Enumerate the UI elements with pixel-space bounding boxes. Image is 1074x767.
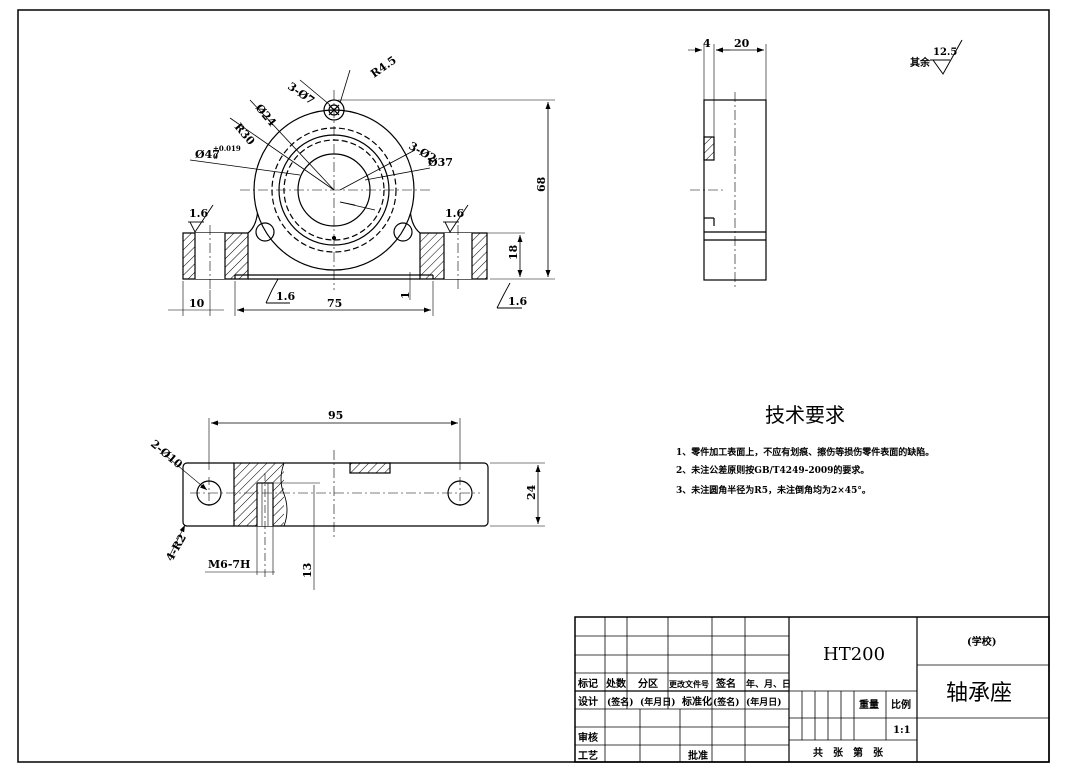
tech-req-title: 技术要求 (765, 403, 845, 427)
label-height-24: 24 (525, 484, 538, 500)
label-width-75: 75 (327, 297, 342, 310)
tb-weight: 重量 (859, 698, 879, 711)
label-width-95: 95 (328, 409, 343, 422)
tb-change-doc: 更改文件号 (669, 679, 709, 689)
tb-date: 年、月、日 (746, 678, 791, 690)
tb-process: 工艺 (578, 749, 598, 762)
tb-scale-value: 1:1 (893, 725, 911, 736)
label-dim-4: 4 (703, 37, 711, 50)
tb-review: 审核 (578, 731, 598, 744)
label-rough-bottom: 1.6 (276, 290, 295, 303)
side-view-labels: 4 20 (703, 37, 750, 50)
tb-sheet: 共 张 第 张 (813, 746, 884, 759)
title-block (574, 616, 1050, 763)
tb-design: 设计 (578, 695, 598, 708)
surface-note: 其余 12.5 (910, 39, 963, 75)
tb-design-sign: (签名) (607, 696, 634, 708)
label-rough-bottom-right: 1.6 (508, 295, 527, 308)
tb-count: 处数 (605, 677, 627, 690)
label-r-small: R4.5 (368, 54, 399, 81)
tb-standard-sign: (签名) (713, 696, 740, 708)
tb-zone: 分区 (638, 677, 658, 690)
tb-mark: 标记 (577, 677, 598, 690)
label-hole-3: 3-Ø7 (285, 80, 317, 108)
tb-standard-date: (年月日) (746, 696, 782, 708)
label-rough-left: 1.6 (189, 207, 208, 220)
label-dim-20: 20 (734, 37, 750, 50)
label-corner: 4-R2 (163, 532, 189, 564)
tech-req-item-2: 2、未注公差原则按GB/T4249-2009的要求。 (676, 464, 869, 476)
tech-req-item-1: 1、零件加工表面上，不应有划痕、擦伤等损伤零件表面的缺陷。 (676, 446, 934, 458)
label-height-18: 18 (507, 244, 520, 260)
tb-scale-label: 比例 (891, 698, 911, 711)
tech-req-item-3: 3、未注圆角半径为R5，未注倒角均为2×45°。 (676, 484, 871, 496)
school: (学校) (967, 635, 996, 648)
tech-requirements: 技术要求 1、零件加工表面上，不应有划痕、擦伤等损伤零件表面的缺陷。 2、未注公… (676, 403, 934, 496)
tb-sign: 签名 (715, 677, 736, 690)
label-d47-tol-lower: 0 (213, 152, 218, 161)
label-thread: M6-7H (208, 558, 250, 571)
label-d47: Ø47 (195, 148, 220, 161)
label-d47-tol-upper: +0.019 (213, 144, 241, 153)
label-d24: Ø24 (253, 102, 279, 130)
surface-note-value: 12.5 (933, 47, 957, 58)
tb-approve: 批准 (688, 749, 708, 762)
side-view (688, 44, 767, 290)
surface-note-label: 其余 (910, 56, 931, 69)
label-rough-right: 1.6 (445, 207, 464, 220)
label-d37: Ø37 (428, 156, 453, 169)
label-gap-1: 1 (399, 291, 412, 299)
tb-design-date: (年月日) (640, 696, 676, 708)
label-width-10: 10 (189, 297, 205, 310)
title-block-text: HT200 (学校) 轴承座 标记 处数 分区 更改文件号 签名 年、月、日 设… (577, 635, 1012, 762)
label-height-68: 68 (535, 176, 548, 192)
label-holes: 2-Ø10 (148, 437, 185, 471)
front-view (168, 69, 555, 316)
drawing-frame (17, 9, 1050, 763)
part-name: 轴承座 (946, 681, 1012, 706)
top-view-labels: 95 2-Ø10 4-R2 M6-7H 13 24 (148, 409, 538, 578)
tb-standard: 标准化 (681, 695, 712, 708)
top-view (164, 418, 545, 590)
material: HT200 (823, 644, 885, 665)
label-depth-13: 13 (301, 563, 314, 578)
